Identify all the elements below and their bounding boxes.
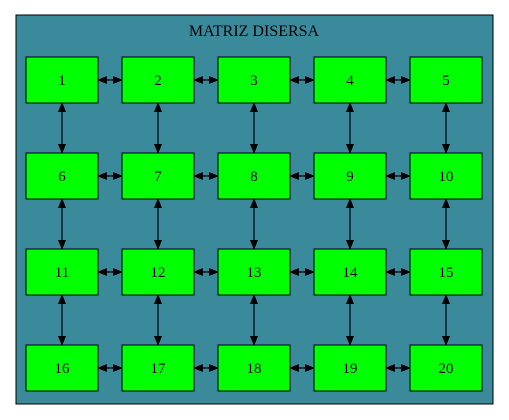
node-label: 2 <box>154 73 162 89</box>
node-box <box>121 56 195 104</box>
node-4: 4 <box>313 56 387 104</box>
node-12: 12 <box>121 248 195 296</box>
node-10: 10 <box>409 152 483 200</box>
node-label: 20 <box>439 361 454 377</box>
node-label: 12 <box>151 265 166 281</box>
node-label: 8 <box>250 169 258 185</box>
node-box <box>217 344 291 392</box>
node-19: 19 <box>313 344 387 392</box>
node-box <box>313 56 387 104</box>
node-2: 2 <box>121 56 195 104</box>
node-label: 15 <box>439 265 454 281</box>
node-box <box>409 56 483 104</box>
node-box <box>217 56 291 104</box>
node-label: 9 <box>346 169 354 185</box>
node-box <box>25 152 99 200</box>
node-box <box>409 152 483 200</box>
node-box <box>121 344 195 392</box>
node-label: 10 <box>439 169 454 185</box>
node-5: 5 <box>409 56 483 104</box>
node-label: 18 <box>247 361 262 377</box>
node-box <box>409 248 483 296</box>
node-label: 16 <box>55 361 71 377</box>
node-box <box>217 248 291 296</box>
node-label: 17 <box>151 361 167 377</box>
node-13: 13 <box>217 248 291 296</box>
node-label: 13 <box>247 265 262 281</box>
node-1: 1 <box>25 56 99 104</box>
node-label: 14 <box>343 265 359 281</box>
node-3: 3 <box>217 56 291 104</box>
node-11: 11 <box>25 248 99 296</box>
node-box <box>25 56 99 104</box>
node-box <box>121 152 195 200</box>
node-9: 9 <box>313 152 387 200</box>
node-box <box>313 248 387 296</box>
node-box <box>25 248 99 296</box>
node-16: 16 <box>25 344 99 392</box>
node-label: 19 <box>343 361 358 377</box>
node-label: 3 <box>250 73 258 89</box>
node-20: 20 <box>409 344 483 392</box>
node-label: 7 <box>154 169 162 185</box>
node-18: 18 <box>217 344 291 392</box>
node-6: 6 <box>25 152 99 200</box>
node-box <box>25 344 99 392</box>
diagram-title: MATRIZ DISERSA <box>189 23 320 40</box>
node-15: 15 <box>409 248 483 296</box>
node-label: 11 <box>55 265 69 281</box>
node-8: 8 <box>217 152 291 200</box>
node-box <box>313 344 387 392</box>
node-box <box>409 344 483 392</box>
node-7: 7 <box>121 152 195 200</box>
node-17: 17 <box>121 344 195 392</box>
node-box <box>313 152 387 200</box>
node-label: 5 <box>442 73 450 89</box>
node-box <box>121 248 195 296</box>
node-14: 14 <box>313 248 387 296</box>
node-label: 6 <box>58 169 66 185</box>
edge-layer <box>58 76 450 372</box>
node-label: 4 <box>346 73 354 89</box>
node-box <box>217 152 291 200</box>
node-label: 1 <box>58 73 66 89</box>
